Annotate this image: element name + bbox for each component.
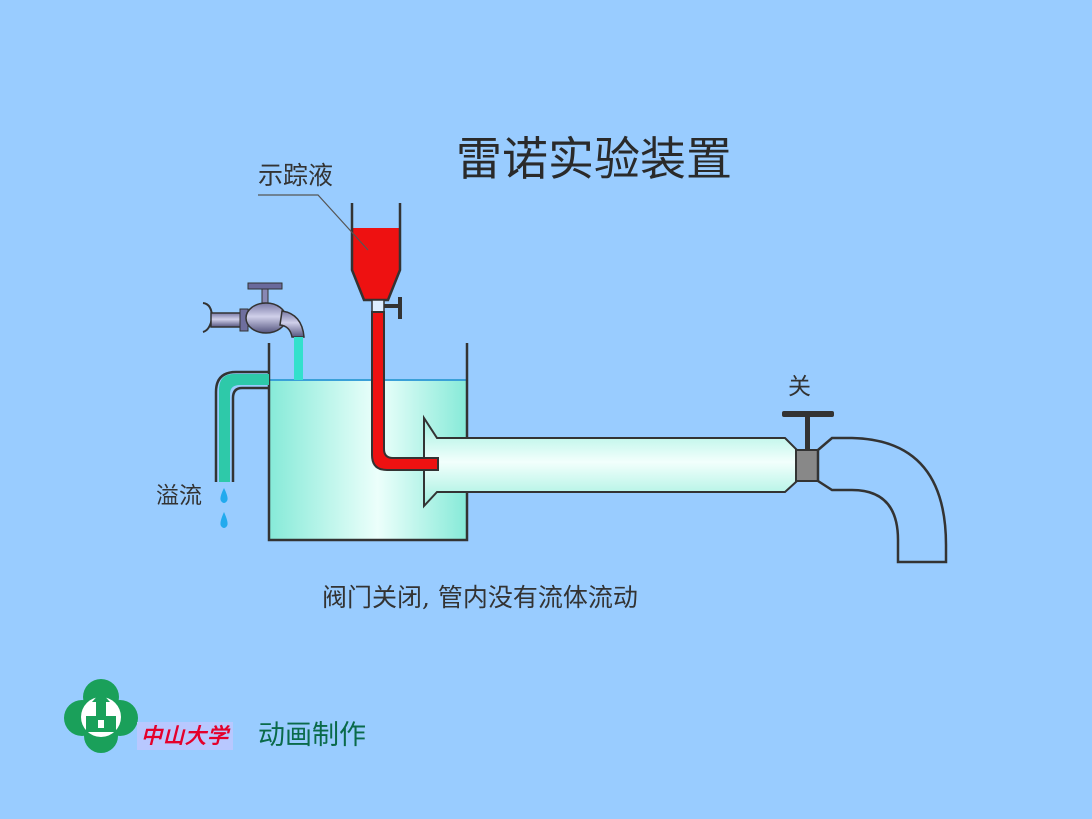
tracer-leader-line: [258, 194, 369, 251]
elbow-drain-pipe: [816, 436, 948, 564]
diagram-title: 雷诺实验装置: [456, 132, 732, 186]
water-drop-icon: [220, 512, 228, 528]
valve-body: [795, 449, 819, 482]
animation-credit: 动画制作: [258, 720, 366, 751]
faucet-icon: [202, 282, 305, 338]
outlet-pipe: [423, 414, 798, 509]
university-name: 中山大学: [137, 722, 233, 750]
status-caption: 阀门关闭, 管内没有流体流动: [322, 583, 638, 612]
tracer-injection-tube: [371, 311, 439, 471]
faucet-water-stream: [294, 337, 303, 380]
water-drop-icon: [220, 488, 228, 503]
tracer-reservoir: [350, 203, 402, 302]
valve-state-label: 关: [788, 374, 811, 400]
university-logo-icon: [64, 679, 138, 753]
tracer-liquid-label: 示踪液: [258, 161, 334, 190]
overflow-pipe: [214, 370, 269, 482]
overflow-label: 溢流: [156, 483, 202, 509]
